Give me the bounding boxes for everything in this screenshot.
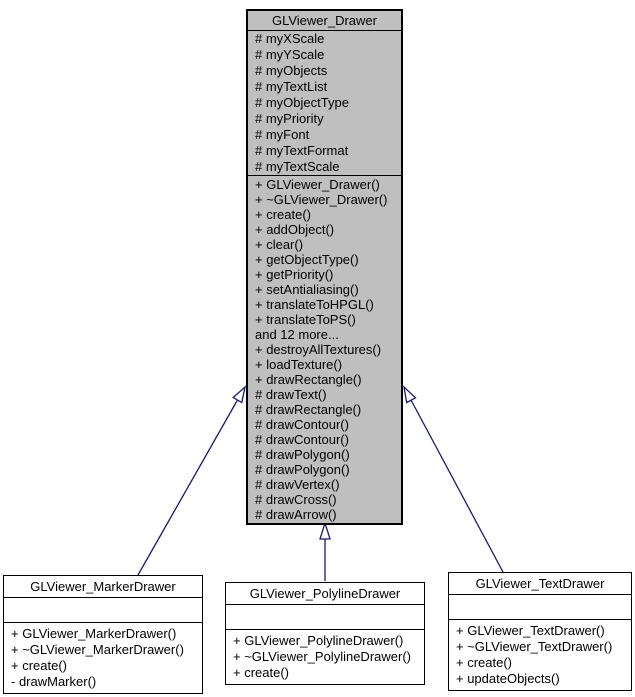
class-node-glviewer-polylinedrawer[interactable]: GLViewer_PolylineDrawer + GLViewer_Polyl… bbox=[225, 582, 425, 685]
member-line: + ~GLViewer_Drawer() bbox=[255, 192, 388, 207]
member-line: + addObject() bbox=[255, 222, 335, 237]
inheritance-arrow-markerdrawer bbox=[137, 385, 247, 576]
member-line: + create() bbox=[255, 207, 311, 222]
class-node-glviewer-drawer[interactable]: GLViewer_Drawer # myXScale# myYScale# my… bbox=[246, 9, 403, 525]
member-line: + drawRectangle() bbox=[255, 372, 362, 387]
class-methods: + GLViewer_Drawer()+ ~GLViewer_Drawer()+… bbox=[248, 176, 401, 523]
class-attributes bbox=[4, 598, 202, 623]
member-line: # myObjectType bbox=[255, 95, 349, 110]
member-line: # drawArrow() bbox=[255, 507, 337, 522]
member-line: - drawMarker() bbox=[11, 674, 97, 689]
member-line: # drawVertex() bbox=[255, 477, 340, 492]
member-line: # myFont bbox=[255, 127, 310, 142]
member-line: and 12 more... bbox=[255, 327, 339, 342]
member-line: # drawCross() bbox=[255, 492, 337, 507]
member-line: + GLViewer_Drawer() bbox=[255, 177, 380, 192]
inheritance-arrow-textdrawer bbox=[403, 385, 504, 573]
member-line: + translateToPS() bbox=[255, 312, 356, 327]
member-line: + updateObjects() bbox=[456, 671, 560, 686]
member-line: # myTextList bbox=[255, 79, 328, 94]
class-node-glviewer-textdrawer[interactable]: GLViewer_TextDrawer + GLViewer_TextDrawe… bbox=[448, 572, 632, 691]
member-line: # myYScale bbox=[255, 47, 325, 62]
class-methods: + GLViewer_MarkerDrawer()+ ~GLViewer_Mar… bbox=[4, 623, 202, 693]
member-line: + create() bbox=[233, 665, 289, 680]
member-line: # myXScale bbox=[255, 31, 325, 46]
member-line: + getObjectType() bbox=[255, 252, 359, 267]
member-line: + getPriority() bbox=[255, 267, 334, 282]
member-line: # myTextScale bbox=[255, 159, 340, 174]
member-line: + GLViewer_TextDrawer() bbox=[456, 623, 605, 638]
member-line: # drawText() bbox=[255, 387, 327, 402]
class-node-glviewer-markerdrawer[interactable]: GLViewer_MarkerDrawer + GLViewer_MarkerD… bbox=[3, 575, 203, 694]
class-attributes: # myXScale# myYScale# myObjects# myTextL… bbox=[248, 31, 401, 176]
class-title: GLViewer_TextDrawer bbox=[449, 573, 631, 595]
member-line: + translateToHPGL() bbox=[255, 297, 374, 312]
member-line: + ~GLViewer_TextDrawer() bbox=[456, 639, 613, 654]
member-line: # myObjects bbox=[255, 63, 328, 78]
member-line: + destroyAllTextures() bbox=[255, 342, 382, 357]
inheritance-arrow-polylinedrawer bbox=[319, 520, 331, 581]
class-methods: + GLViewer_TextDrawer()+ ~GLViewer_TextD… bbox=[449, 620, 631, 690]
member-line: + ~GLViewer_PolylineDrawer() bbox=[233, 649, 411, 664]
class-methods: + GLViewer_PolylineDrawer()+ ~GLViewer_P… bbox=[226, 630, 424, 684]
member-line: # drawContour() bbox=[255, 417, 349, 432]
member-line: # myPriority bbox=[255, 111, 324, 126]
member-line: # drawRectangle() bbox=[255, 402, 362, 417]
class-title: GLViewer_MarkerDrawer bbox=[4, 576, 202, 598]
member-line: # drawContour() bbox=[255, 432, 349, 447]
member-line: + create() bbox=[456, 655, 512, 670]
member-line: + GLViewer_PolylineDrawer() bbox=[233, 633, 404, 648]
member-line: + create() bbox=[11, 658, 67, 673]
class-title: GLViewer_PolylineDrawer bbox=[226, 583, 424, 605]
member-line: + clear() bbox=[255, 237, 304, 252]
member-line: + GLViewer_MarkerDrawer() bbox=[11, 626, 177, 641]
member-line: + ~GLViewer_MarkerDrawer() bbox=[11, 642, 184, 657]
class-attributes bbox=[226, 605, 424, 630]
member-line: # drawPolygon() bbox=[255, 447, 350, 462]
member-line: + setAntialiasing() bbox=[255, 282, 359, 297]
member-line: # drawPolygon() bbox=[255, 462, 350, 477]
member-line: + loadTexture() bbox=[255, 357, 343, 372]
class-title: GLViewer_Drawer bbox=[248, 11, 401, 31]
class-attributes bbox=[449, 595, 631, 620]
member-line: # myTextFormat bbox=[255, 143, 349, 158]
